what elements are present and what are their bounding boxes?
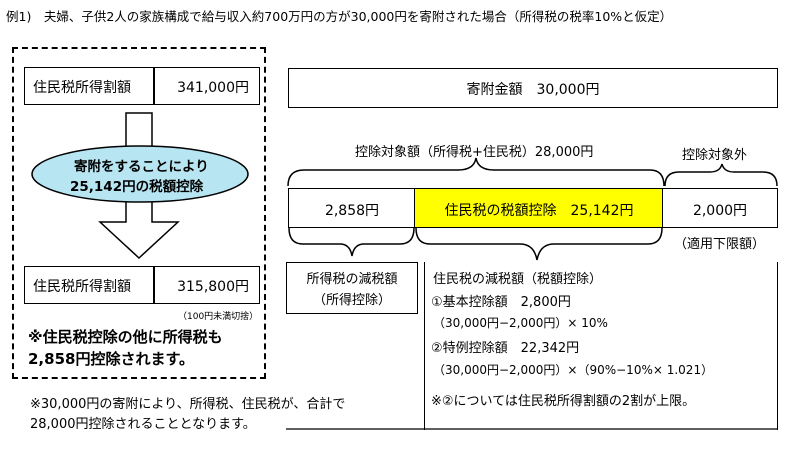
basic-deduction-label: ①基本控除額 2,800円	[431, 295, 571, 310]
ellipse-bubble	[31, 145, 249, 203]
resident-tax-after-value: 315,800円	[177, 279, 249, 295]
resident-tax-after-label: 住民税所得割額	[33, 279, 131, 295]
resident-tax-before-label: 住民税所得割額	[33, 80, 131, 96]
rounding-note: （100円未満切捨）	[178, 312, 259, 322]
bar-seg-not-target-text: 2,000円	[692, 203, 748, 219]
resident-tax-before-box: 住民税所得割額 341,000円	[24, 67, 260, 105]
basic-deduction-formula: （30,000円−2,000円）× 10%	[433, 316, 608, 330]
deduction-target-brace	[287, 157, 665, 187]
income-tax-brace	[288, 227, 415, 257]
donation-amount-text: 寄附金額 30,000円	[466, 82, 600, 98]
not-target-brace	[664, 163, 778, 187]
bar-seg-income-tax: 2,858円	[288, 188, 416, 228]
income-tax-reduction-box: 所得税の減税額 （所得控除）	[286, 262, 418, 314]
lower-limit-label: （適用下限額）	[674, 237, 766, 252]
resident-tax-after-box: 住民税所得割額 315,800円	[24, 266, 260, 304]
resident-tax-reduction-title: 住民税の減税額（税額控除）	[433, 272, 603, 287]
special-deduction-formula: （30,000円−2,000円）×（90%−10%× 1.021）	[433, 363, 714, 377]
footnote-line2: 28,000円控除されることとなります。	[30, 417, 256, 432]
ellipse-text-line1: 寄附をすることにより	[74, 159, 209, 175]
resident-tax-before-value: 341,000円	[177, 80, 249, 96]
income-tax-reduction-line1: 所得税の減税額	[306, 272, 398, 287]
not-target-label: 控除対象外	[682, 148, 748, 163]
left-panel-dashed-frame	[12, 47, 266, 379]
resident-tax-before-divider	[153, 68, 155, 104]
ellipse-text-line2: 25,142円の税額控除	[70, 179, 204, 195]
donation-amount-box: 寄附金額 30,000円	[288, 68, 778, 108]
income-tax-reduction-line2: （所得控除）	[312, 293, 392, 308]
resident-tax-brace	[415, 227, 663, 261]
bar-seg-resident-tax-text: 住民税の税額控除 25,142円	[444, 203, 634, 219]
deduction-target-label: 控除対象額（所得税+住民税）28,000円	[355, 145, 594, 160]
bar-seg-not-target: 2,000円	[662, 188, 778, 228]
bar-seg-resident-tax: 住民税の税額控除 25,142円	[414, 188, 664, 228]
bar-seg-income-tax-text: 2,858円	[324, 203, 380, 219]
footnote-line1: ※30,000円の寄附により、所得税、住民税が、合計で	[30, 397, 346, 412]
resident-tax-after-divider	[153, 267, 155, 303]
income-tax-note-line1: ※住民税控除の他に所得税も	[28, 328, 223, 346]
resident-tax-reduction-block: 住民税の減税額（税額控除） ①基本控除額 2,800円 （30,000円−2,0…	[424, 262, 778, 430]
limit-note: ※②については住民税所得割額の2割が上限。	[431, 394, 696, 409]
example-title: 例1) 夫婦、子供2人の家族構成で給与収入約700万円の方が30,000円を寄附…	[6, 9, 673, 24]
income-tax-note-line2: 2,858円控除されます。	[28, 350, 194, 368]
special-deduction-label: ②特例控除額 22,342円	[431, 341, 580, 356]
